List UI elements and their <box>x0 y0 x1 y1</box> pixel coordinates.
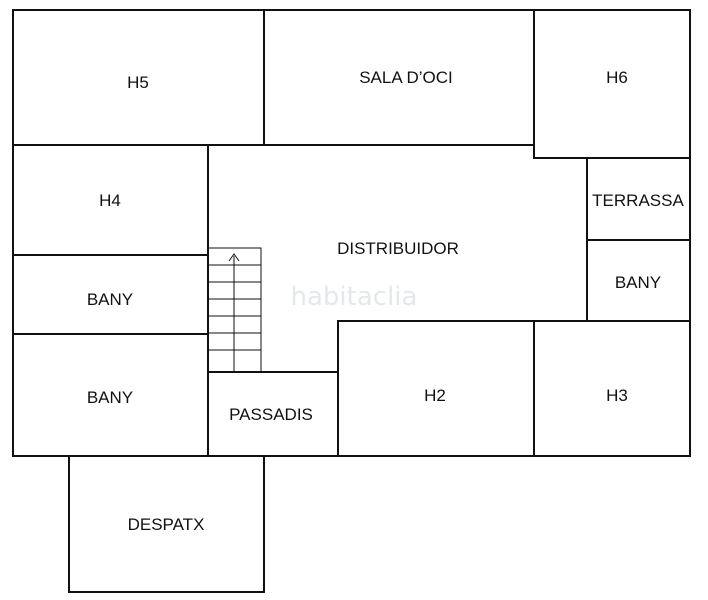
label-distribuidor: DISTRIBUIDOR <box>337 239 459 258</box>
label-h6: H6 <box>606 68 628 87</box>
label-bany-right: BANY <box>615 273 661 292</box>
label-sala-oci: SALA D’OCI <box>359 68 453 87</box>
label-h5: H5 <box>127 73 149 92</box>
label-h2: H2 <box>424 386 446 405</box>
staircase <box>207 247 262 373</box>
watermark-logo: habitaclia <box>291 282 418 312</box>
label-bany-left-lower: BANY <box>87 388 133 407</box>
room-despatx <box>68 456 265 593</box>
room-distribuidor <box>207 144 588 373</box>
label-h3: H3 <box>606 386 628 405</box>
label-passadis: PASSADIS <box>229 405 313 424</box>
label-h4: H4 <box>99 191 121 210</box>
label-bany-left-upper: BANY <box>87 290 133 309</box>
room-labels: H5 SALA D’OCI H6 H4 DISTRIBUIDOR TERRASS… <box>87 68 685 534</box>
arrow-up-icon <box>228 253 240 262</box>
room-h3 <box>533 320 691 457</box>
walls <box>12 9 691 593</box>
label-despatx: DESPATX <box>128 515 205 534</box>
label-terrassa: TERRASSA <box>592 191 684 210</box>
